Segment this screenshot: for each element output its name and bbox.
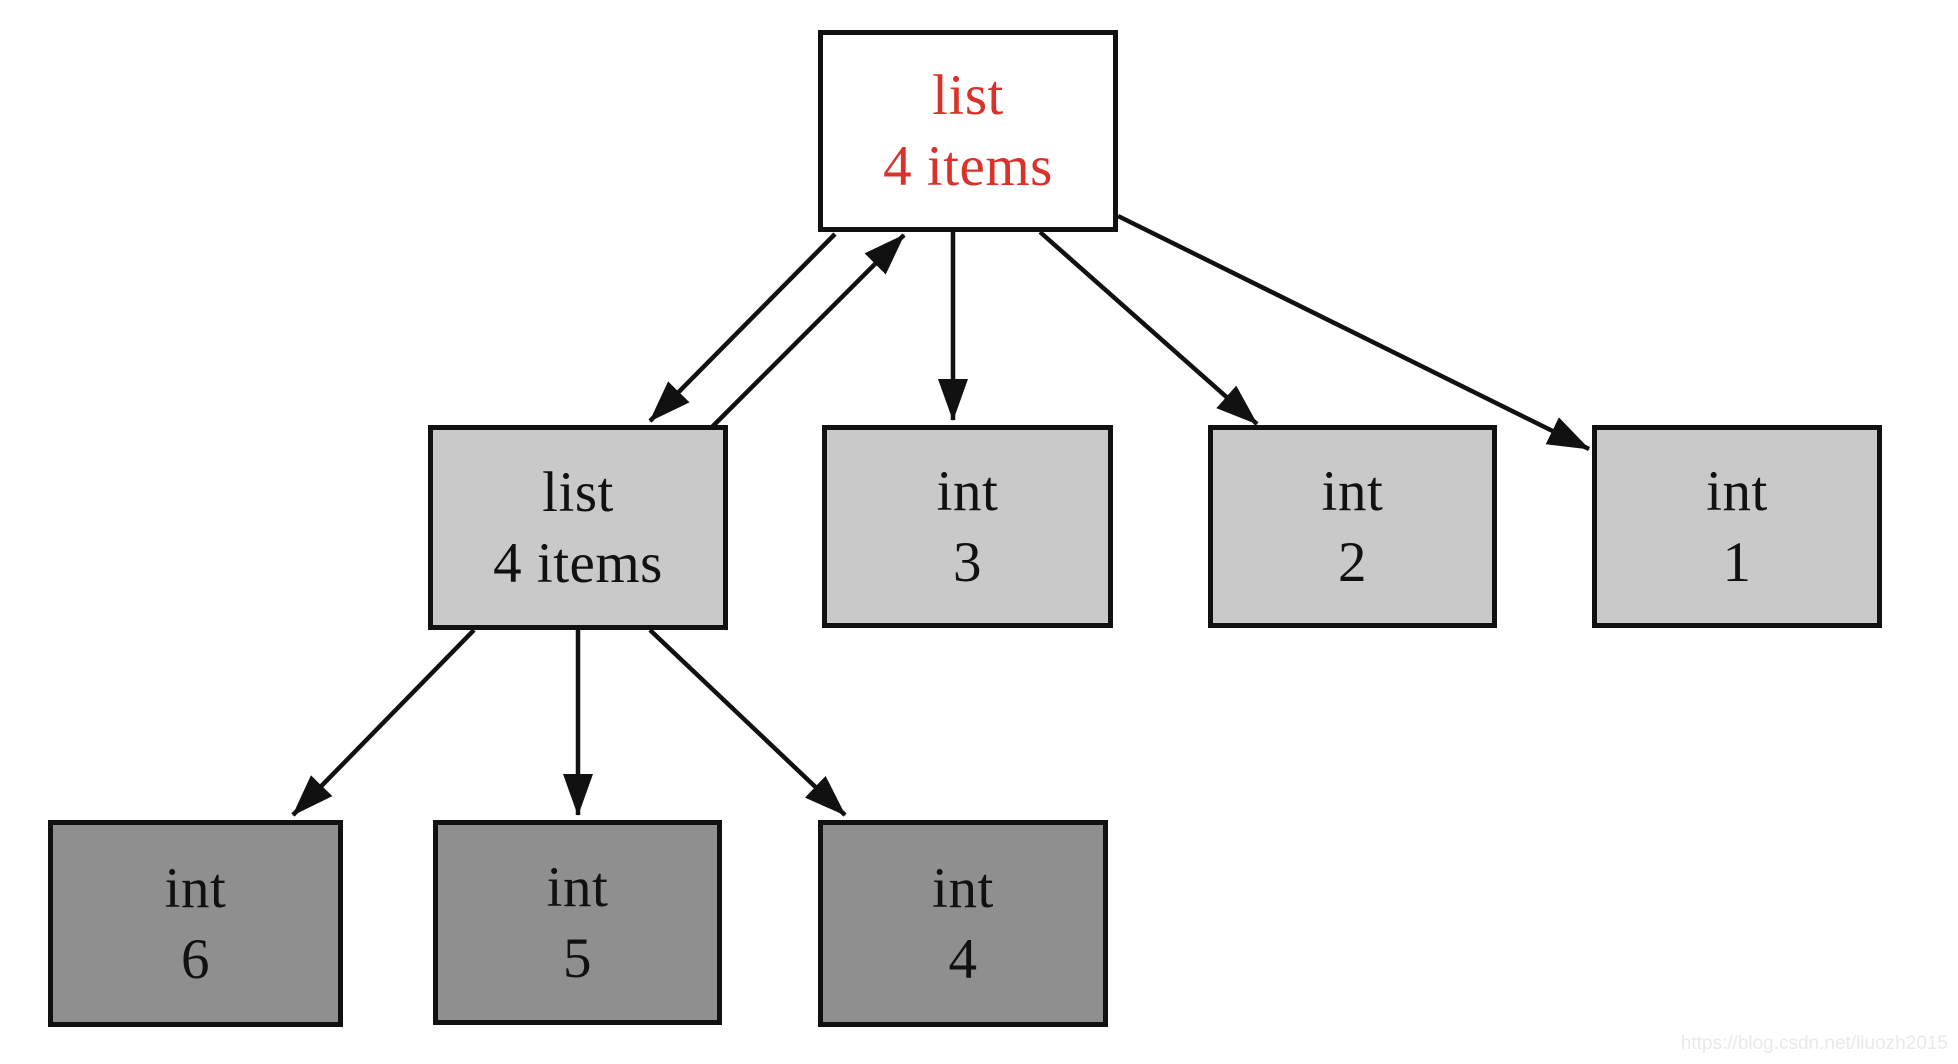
node-value-label: 4 items <box>493 531 663 595</box>
node-value-label: 5 <box>563 926 592 990</box>
node-value-label: 4 <box>948 927 978 991</box>
edge-child-list-to-int-6 <box>291 628 476 817</box>
node-int-1: int 1 <box>1592 425 1882 628</box>
edge-root-to-int-2 <box>1038 230 1259 426</box>
watermark-url: https://blog.csdn.net/lluozh2015 <box>1680 1033 1948 1054</box>
node-type-label: list <box>542 460 614 524</box>
node-type-label: int <box>1706 459 1768 523</box>
node-type-label: int <box>932 856 994 920</box>
edge-root-to-child-list <box>648 232 837 423</box>
node-child-list: list 4 items <box>428 425 728 630</box>
node-int-3: int 3 <box>822 425 1113 628</box>
node-value-label: 2 <box>1338 530 1367 594</box>
edge-root-to-int-1 <box>1117 213 1590 452</box>
node-value-label: 1 <box>1722 530 1752 594</box>
node-type-label: int <box>936 459 999 523</box>
node-int-4: int 4 <box>818 820 1108 1027</box>
node-value-label: 3 <box>953 530 982 594</box>
node-value-label: 4 items <box>883 135 1053 198</box>
edge-child-list-to-int-4 <box>648 628 847 817</box>
node-int-2: int 2 <box>1208 425 1497 628</box>
node-type-label: list <box>932 64 1004 127</box>
node-int-5: int 5 <box>433 820 722 1025</box>
edge-child-list-to-root <box>710 233 906 429</box>
node-root-list: list 4 items <box>818 30 1118 232</box>
node-type-label: int <box>164 856 227 920</box>
node-int-6: int 6 <box>48 820 343 1027</box>
node-value-label: 6 <box>181 927 210 991</box>
node-type-label: int <box>1321 459 1384 523</box>
node-type-label: int <box>546 855 609 919</box>
